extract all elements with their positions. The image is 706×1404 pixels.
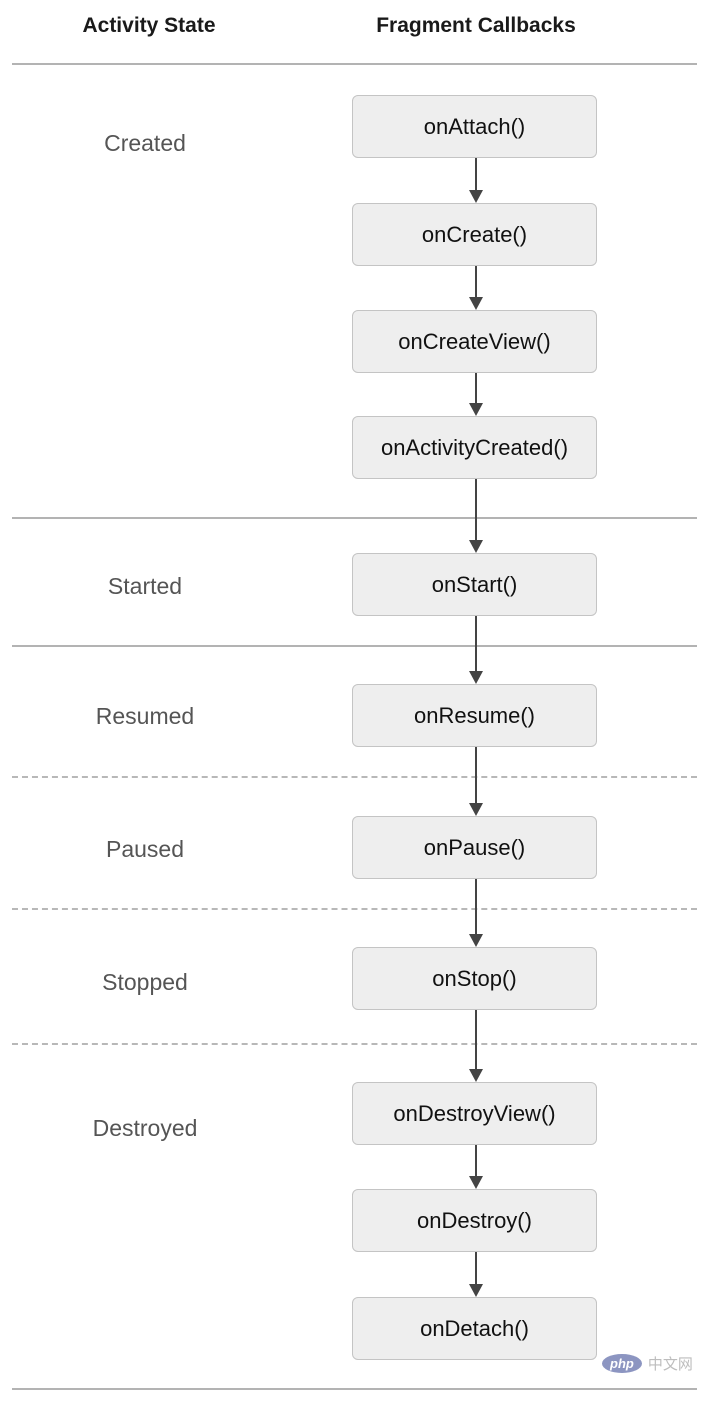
callback-on-destroy-view: onDestroyView() [352, 1082, 597, 1145]
watermark-text: 中文网 [647, 1355, 693, 1373]
state-paused: Paused [105, 836, 184, 862]
watermark-logo: php 中文网 [602, 1350, 693, 1376]
callback-on-start: onStart() [352, 553, 597, 616]
callback-on-detach: onDetach() [352, 1297, 597, 1360]
arrow-pause-to-stop [467, 879, 485, 947]
stopped-destroyed-divider [12, 1043, 697, 1045]
arrow-activity-created-to-start [467, 479, 485, 553]
callback-on-destroy: onDestroy() [352, 1189, 597, 1252]
callback-on-resume: onResume() [352, 684, 597, 747]
paused-stopped-divider [12, 908, 697, 910]
arrow-resume-to-pause [467, 747, 485, 816]
callback-on-activity-created: onActivityCreated() [352, 416, 597, 479]
state-created: Created [104, 130, 186, 156]
state-resumed: Resumed [95, 703, 195, 729]
state-destroyed: Destroyed [92, 1115, 198, 1141]
callback-on-pause: onPause() [352, 816, 597, 879]
arrow-attach-to-create [467, 158, 485, 203]
arrow-stop-to-destroy-view [467, 1010, 485, 1082]
started-resumed-divider [12, 645, 697, 647]
fragment-callbacks-header: Fragment Callbacks [376, 14, 576, 37]
watermark-badge: php [602, 1353, 642, 1373]
bottom-divider [12, 1388, 697, 1390]
arrow-destroy-to-detach [467, 1252, 485, 1297]
arrow-create-to-create-view [467, 266, 485, 310]
arrow-destroy-view-to-destroy [467, 1145, 485, 1189]
callback-on-stop: onStop() [352, 947, 597, 1010]
state-stopped: Stopped [102, 969, 188, 995]
header-divider [12, 63, 697, 65]
arrow-start-to-resume [467, 616, 485, 684]
resumed-paused-divider [12, 776, 697, 778]
callback-on-create: onCreate() [352, 203, 597, 266]
callback-on-create-view: onCreateView() [352, 310, 597, 373]
callback-on-attach: onAttach() [352, 95, 597, 158]
activity-state-header: Activity State [82, 14, 216, 37]
created-started-divider [12, 517, 697, 519]
arrow-create-view-to-activity-created [467, 373, 485, 416]
state-started: Started [107, 573, 183, 599]
